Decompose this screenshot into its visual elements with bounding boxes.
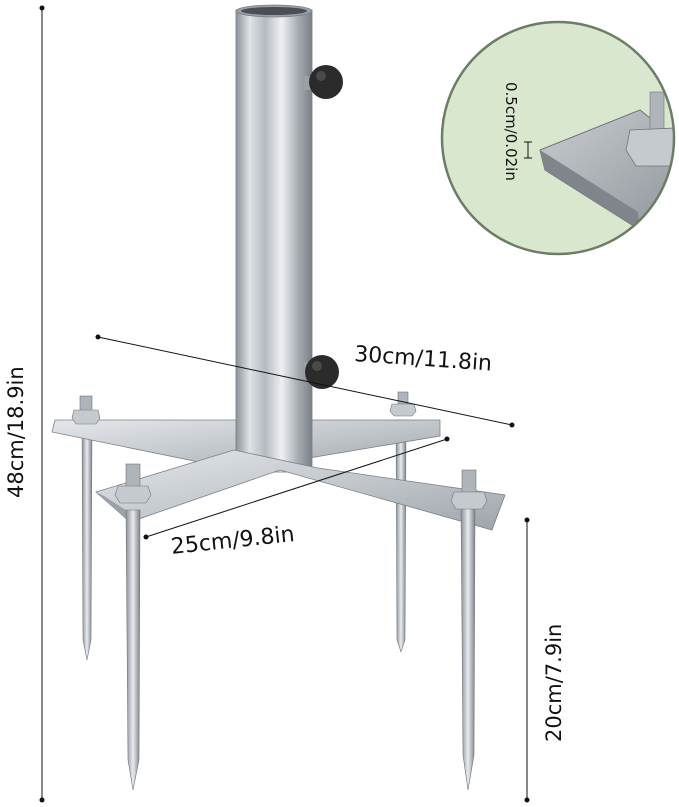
umbrella-tube <box>235 4 313 473</box>
spike-length-dimension-line <box>524 517 530 803</box>
front-spikes <box>125 504 476 791</box>
hex-bolt-icon <box>450 469 488 510</box>
thumb-screw-icon <box>304 65 343 99</box>
height-dimension-label: 48cm/18.9in <box>4 366 28 498</box>
thickness-detail-inset <box>440 20 676 256</box>
hex-bolt-icon <box>71 395 101 425</box>
cross-plate-short <box>95 449 506 531</box>
width-short-dimension-line <box>143 436 450 540</box>
width-long-dimension-line <box>95 334 515 428</box>
hex-bolt-icon <box>389 391 417 417</box>
thumb-screw-icon <box>304 355 339 389</box>
hex-bolt-icon <box>114 463 152 504</box>
spike-length-dimension-label: 20cm/7.9in <box>542 623 566 742</box>
height-dimension-line <box>39 5 45 803</box>
thickness-dimension-label: 0.5cm/0.02in <box>502 82 520 181</box>
